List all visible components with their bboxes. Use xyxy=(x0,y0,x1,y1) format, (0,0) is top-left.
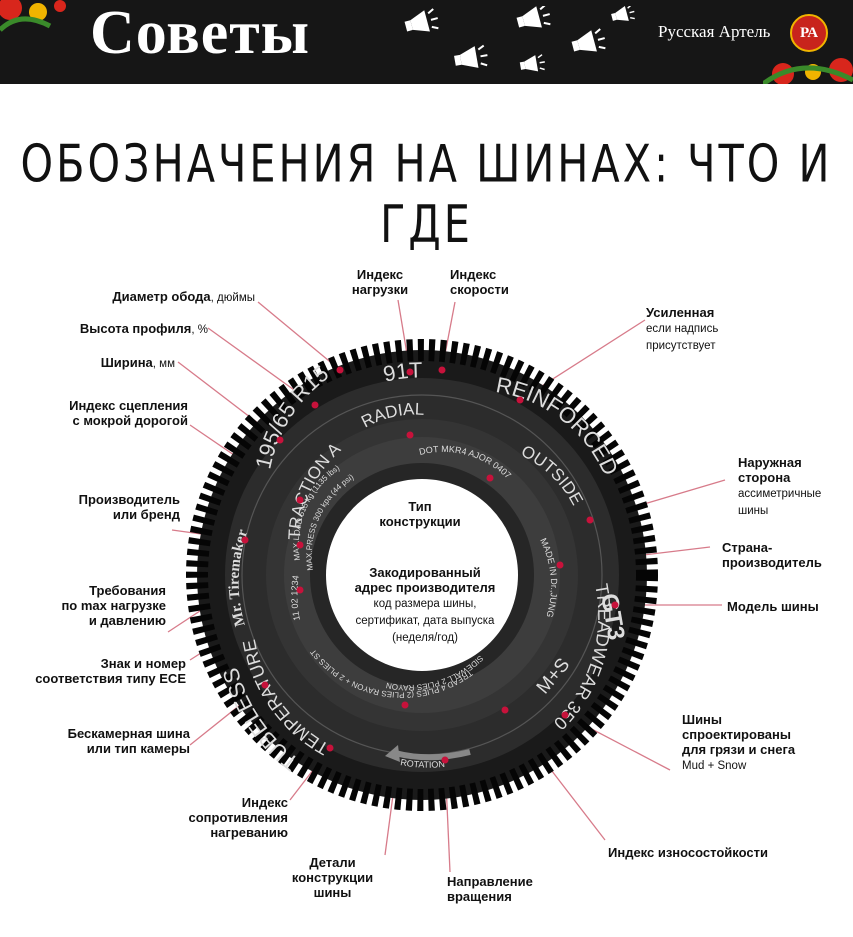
svg-text:11 02 1234: 11 02 1234 xyxy=(289,575,302,622)
label-rim-diameter: Диаметр обода, дюймы xyxy=(112,289,255,304)
label-model: Модель шины xyxy=(727,599,819,614)
tire-load-speed-text: 91T xyxy=(381,357,423,386)
rotation-arrow-icon xyxy=(394,749,471,761)
floral-ornament-right xyxy=(763,58,853,84)
floral-ornament-left xyxy=(0,0,66,32)
svg-text:ROTATION: ROTATION xyxy=(400,757,446,770)
label-country: Страна-производитель xyxy=(722,540,822,570)
page-title: Советы xyxy=(90,0,311,67)
leader-dots xyxy=(241,366,619,764)
label-width: Ширина, мм xyxy=(100,355,175,370)
megaphone-icon xyxy=(404,6,635,72)
svg-text:91T: 91T xyxy=(381,357,423,386)
brand-name: Русская Артель xyxy=(658,22,771,41)
brand-logo: РА xyxy=(790,14,828,52)
label-treadwear: Индекс износостойкости xyxy=(608,845,768,860)
tire-rotation-text: ROTATION xyxy=(400,757,446,770)
header-banner: Советы Русская Артель РА xyxy=(0,0,853,84)
tire-ece-text: 11 02 1234 xyxy=(289,575,302,622)
label-profile-height: Высота профиля, % xyxy=(79,321,208,336)
headline: ОБОЗНАЧЕНИЯ НА ШИНАХ: ЧТО И ГДЕ xyxy=(20,133,833,255)
